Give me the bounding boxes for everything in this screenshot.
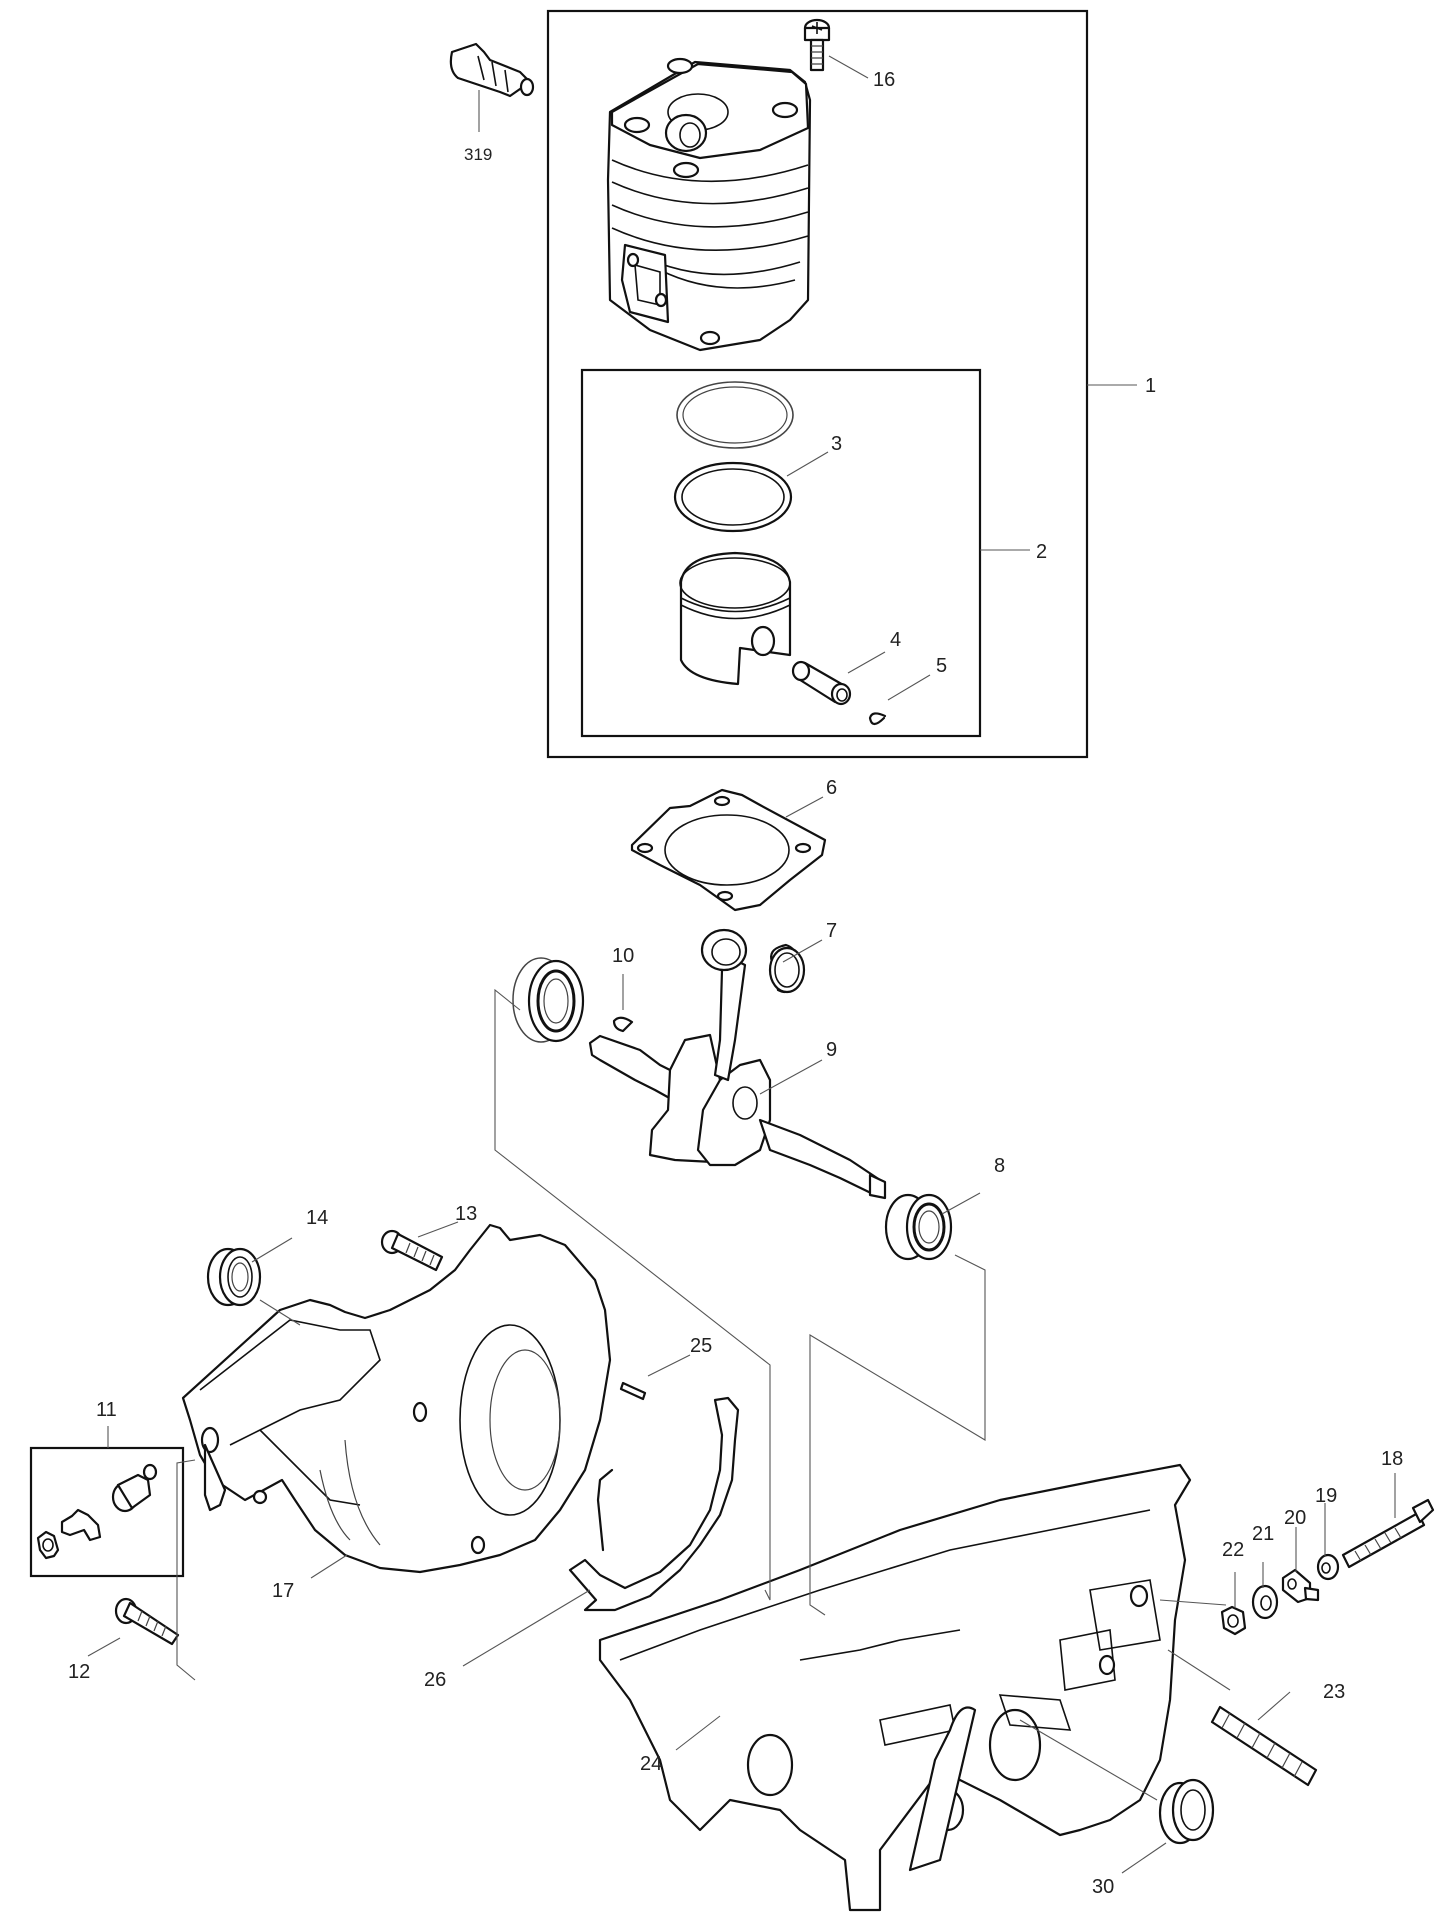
callout-17[interactable]: 17 [272,1580,294,1602]
callout-labels: 1 2 3 4 5 6 7 8 9 10 11 12 13 14 16 17 1… [68,69,1403,1898]
piston-kit-box [580,368,982,738]
callout-12[interactable]: 12 [68,1661,90,1683]
cylinder-screw-part[interactable] [803,18,831,72]
screw-12-part[interactable] [114,1597,180,1646]
oil-seal-right-part[interactable] [1158,1778,1215,1845]
main-bearing-right-part[interactable] [884,1193,953,1261]
callout-30[interactable]: 30 [1092,1876,1114,1898]
piston-pin-part[interactable] [791,660,852,706]
callout-3[interactable]: 3 [831,433,842,455]
callout-22[interactable]: 22 [1222,1539,1244,1561]
callout-24[interactable]: 24 [640,1753,662,1775]
stud-part[interactable] [1210,1705,1318,1787]
callout-25[interactable]: 25 [690,1335,712,1357]
piston-part[interactable] [679,551,792,686]
washer-21-part[interactable] [1251,1584,1279,1620]
oil-seal-left-part[interactable] [206,1247,262,1307]
callout-19[interactable]: 19 [1315,1485,1337,1507]
needle-bearing-part[interactable] [768,943,806,994]
crankcase-left-part[interactable] [181,1223,612,1574]
cylinder-part[interactable] [606,57,812,352]
callout-20[interactable]: 20 [1284,1507,1306,1529]
callout-11[interactable]: 11 [96,1399,117,1421]
callout-26[interactable]: 26 [424,1669,446,1691]
callout-21[interactable]: 21 [1252,1523,1274,1545]
crankcase-gasket-part[interactable] [568,1396,740,1612]
cylinder-gasket-part[interactable] [630,788,827,912]
callout-6[interactable]: 6 [826,777,837,799]
decompression-valve-part[interactable] [449,42,535,98]
callout-18[interactable]: 18 [1381,1448,1403,1470]
callout-2[interactable]: 2 [1036,541,1047,563]
screw-13-part[interactable] [380,1229,444,1272]
callout-4[interactable]: 4 [890,629,901,651]
callout-5[interactable]: 5 [936,655,947,677]
crankcase-right-part[interactable] [598,1463,1192,1912]
dowel-pin-part[interactable] [619,1381,647,1401]
callout-7[interactable]: 7 [826,920,837,942]
crankshaft-part[interactable] [588,928,887,1200]
chain-tensioner-kit-box [29,1446,185,1578]
circlip-part[interactable] [868,712,887,726]
chain-tensioner-kit-parts[interactable] [36,1463,158,1560]
callout-8[interactable]: 8 [994,1155,1005,1177]
tensioner-slide-part[interactable] [1281,1568,1320,1604]
piston-ring-upper-part[interactable] [676,381,794,449]
callout-16[interactable]: 16 [873,69,895,91]
woodruff-key-part[interactable] [612,1016,634,1033]
callout-13[interactable]: 13 [455,1203,477,1225]
washer-19-part[interactable] [1316,1553,1340,1581]
callout-1[interactable]: 1 [1145,375,1156,397]
callout-leaders [87,55,1396,1874]
main-bearing-left-part[interactable] [512,957,585,1043]
callout-319[interactable]: 319 [464,145,492,164]
callout-14[interactable]: 14 [306,1207,328,1229]
nut-part[interactable] [1220,1605,1247,1636]
piston-ring-part[interactable] [673,461,793,533]
assembly-guide-lines [176,988,1231,1801]
bolt-part[interactable] [1341,1498,1435,1569]
callout-10[interactable]: 10 [612,945,634,967]
callout-23[interactable]: 23 [1323,1681,1345,1703]
callout-9[interactable]: 9 [826,1039,837,1061]
cylinder-kit-box [546,9,1089,759]
